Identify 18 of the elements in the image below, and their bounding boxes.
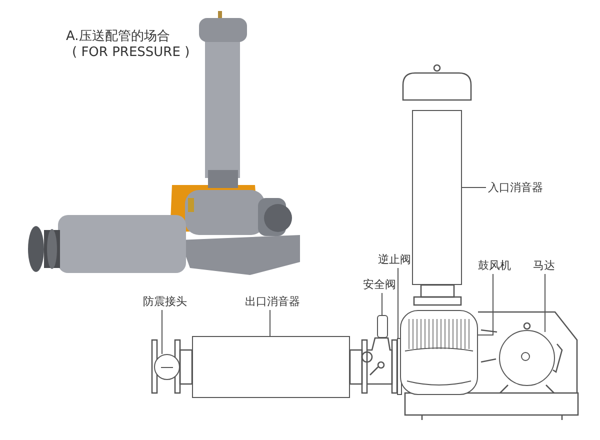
part-label: 鼓风机: [478, 259, 511, 272]
outlet-silencer-shape: [192, 336, 350, 398]
flexible-joint-circle: [154, 354, 180, 380]
inlet-silencer-shape: [412, 110, 462, 285]
part-label: 逆止阀: [378, 253, 411, 266]
part-label: 防震接头: [143, 295, 187, 308]
motor-circle: [499, 330, 555, 386]
part-label: 马达: [533, 259, 555, 272]
part-label: 出口消音器: [245, 295, 300, 308]
leader-line: [544, 274, 546, 332]
subheading: ( FOR PRESSURE ): [72, 46, 190, 59]
part-label: 入口消音器: [488, 181, 543, 194]
blower-body-shape: [400, 310, 478, 395]
leader-line: [462, 187, 486, 188]
heading: A.压送配管的场合: [66, 30, 170, 43]
safety-valve-shape: [377, 315, 388, 338]
leader-line: [478, 274, 494, 336]
part-label: 安全阀: [363, 278, 396, 291]
